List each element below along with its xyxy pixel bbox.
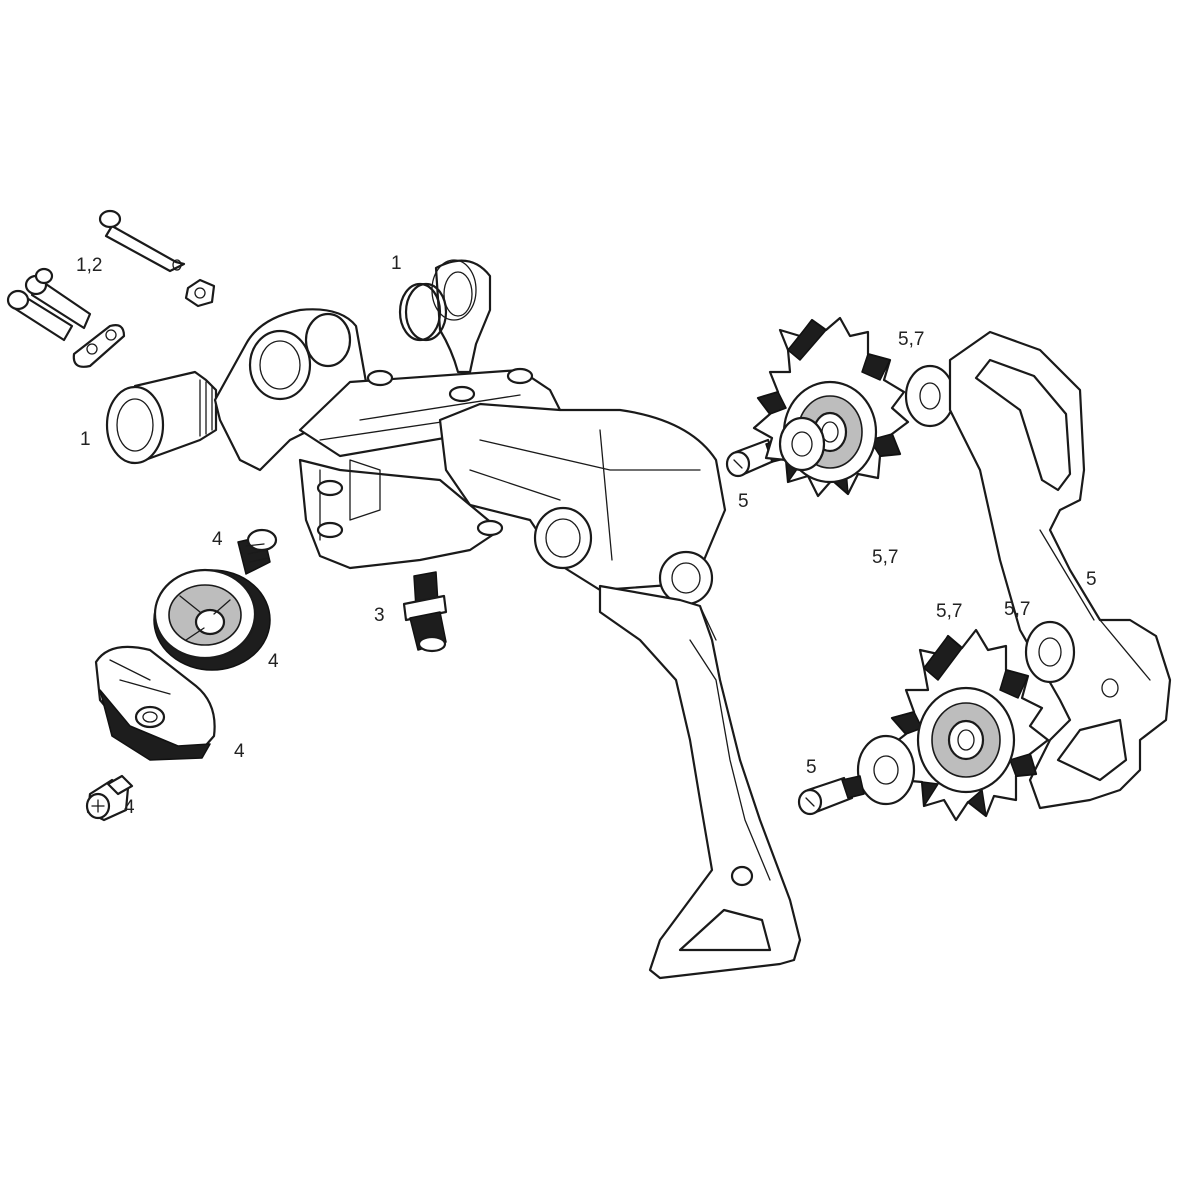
b-screw-callout: 3 xyxy=(374,605,385,626)
upper-pulley-callout: 5,7 xyxy=(872,547,899,568)
cable-cover-callout: 4 xyxy=(234,741,245,762)
pivot-pin-part xyxy=(24,267,92,330)
lower-pulley-part xyxy=(886,628,1050,822)
cable-bolt-callout: 4 xyxy=(212,529,223,550)
lower-bolt-part xyxy=(797,775,865,816)
upper-pulley-part xyxy=(752,316,910,498)
cover-screw-callout: 4 xyxy=(124,797,135,818)
derailleur-body-part xyxy=(213,308,802,980)
spring-callout: 1 xyxy=(391,253,402,274)
upper-spacer-part xyxy=(778,416,826,472)
upper-washer-callout: 5,7 xyxy=(898,329,925,350)
e-clip-part xyxy=(184,278,216,308)
lower-pulley-callout: 5,7 xyxy=(936,601,963,622)
cage-plate-part xyxy=(948,330,1172,810)
return-spring-part xyxy=(398,259,492,374)
cable-cover-part xyxy=(94,645,216,761)
pivot-pin-part xyxy=(6,289,74,342)
pins-callout: 1,2 xyxy=(76,255,103,276)
bushing-callout: 1 xyxy=(80,429,91,450)
cable-pulley-part xyxy=(153,568,271,671)
lower-washer-part xyxy=(856,734,916,806)
link-plate-part xyxy=(72,324,126,368)
cage-plate-callout: 5 xyxy=(1086,569,1097,590)
cable-bolt-part xyxy=(237,528,278,575)
cover-screw-part xyxy=(85,774,134,822)
upper-washer-part xyxy=(904,364,956,428)
lower-bolt-callout: 5 xyxy=(806,757,817,778)
b-tension-screw-part xyxy=(402,571,448,653)
cable-pulley-callout: 4 xyxy=(268,651,279,672)
lower-washer-callout: 5,7 xyxy=(1004,599,1031,620)
upper-bolt-callout: 5 xyxy=(738,491,749,512)
bushing-part xyxy=(105,370,218,465)
pivot-pin-part xyxy=(98,209,186,273)
